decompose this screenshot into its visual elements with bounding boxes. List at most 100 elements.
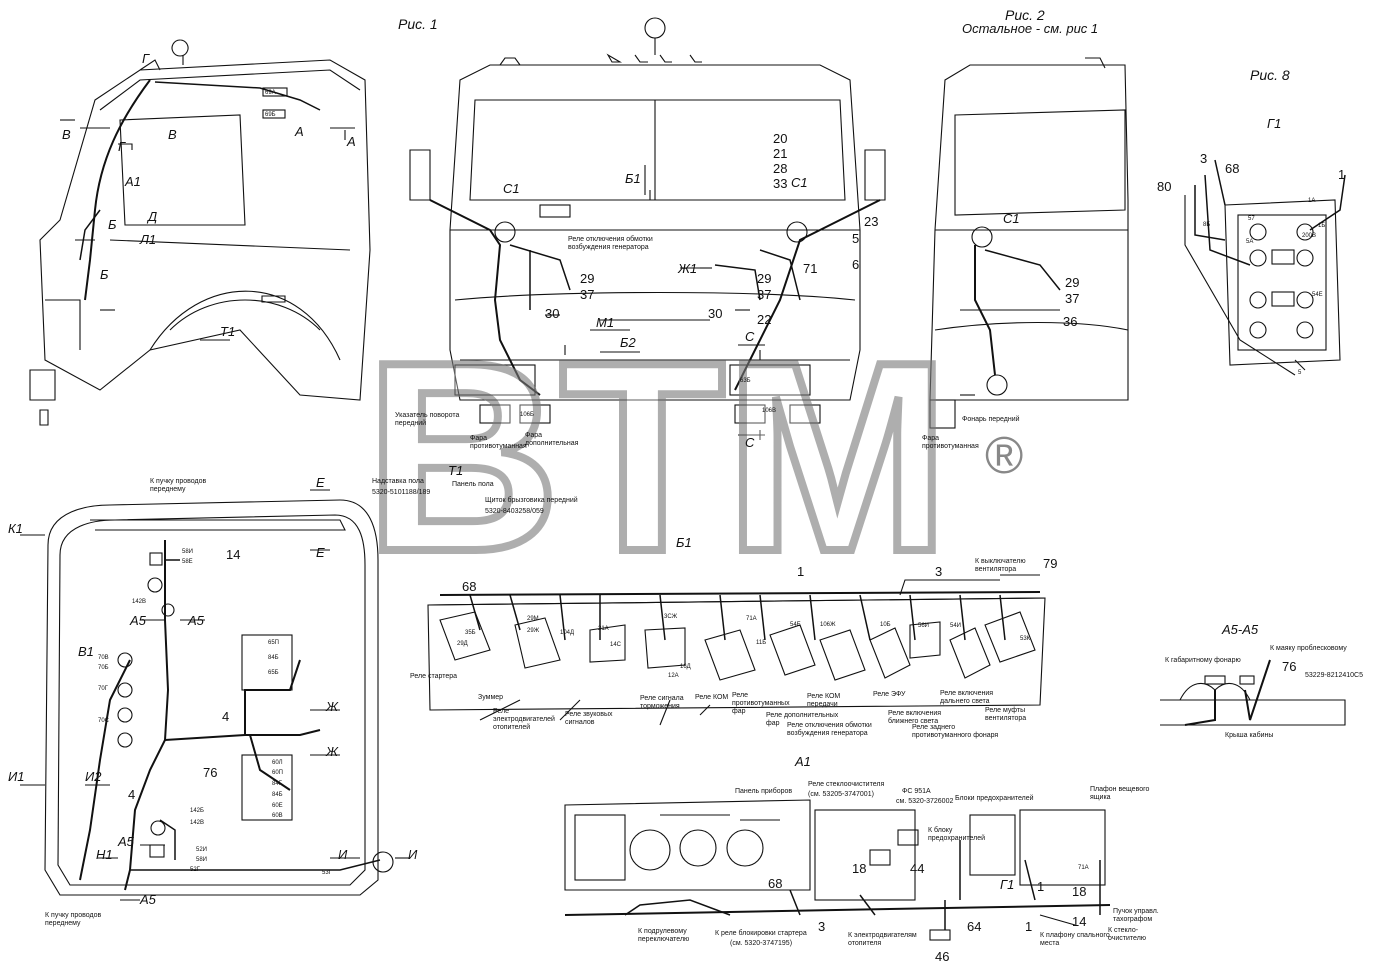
label-k-steklooch: К стекло-очистителю (1108, 927, 1147, 943)
callout-33: 33 (773, 176, 788, 191)
callout-80-fig8: 80 (1157, 179, 1172, 194)
label-puchok-upravl: Пучок управл. тахографом (1113, 908, 1159, 924)
label-fs951: ФС 951А (902, 788, 931, 795)
wire-tag: 54И (950, 623, 961, 629)
label-k-puchku-top: К пучку проводов переднему (150, 478, 207, 494)
label-k-podrulevomu: К подрулевому переключателю (638, 928, 690, 944)
callout-1-fig8: 1 (1338, 167, 1346, 182)
section-a5-bottom: А5 (118, 834, 134, 849)
callout-29-fig2: 29 (1065, 275, 1080, 290)
label-k-gabarit: К габаритному фонарю (1165, 657, 1241, 664)
section-i-left: И (338, 847, 348, 862)
section-t1-lower: Т1 (448, 463, 464, 478)
label-ukazatel: Указатель поворота передний (395, 412, 460, 428)
section-d: Д (148, 209, 158, 224)
wire-tag: 11Б (756, 640, 767, 646)
section-g-2: Г (118, 139, 126, 154)
callout-23: 23 (864, 214, 879, 229)
wire-tag: 1Б (1318, 223, 1326, 229)
section-i2: И2 (85, 769, 102, 784)
section-zh-bottom: Ж (326, 744, 338, 759)
figure-title-8: Рис. 8 (1250, 67, 1290, 83)
callout-4-rear-top: 4 (222, 709, 230, 724)
section-markers (20, 127, 765, 901)
section-m1: М1 (596, 315, 615, 330)
wire-tag: 70В (98, 655, 109, 661)
wire-tag: 71А (746, 616, 757, 622)
label-nadstavka-num: 5320-5101188/189 (372, 489, 431, 496)
wire-tag: 106Б (520, 412, 534, 418)
wire-tag: 106Ж (820, 622, 836, 628)
label-rele-dalnego: Реле включения дальнего света (940, 690, 994, 706)
callout-68-block: 68 (462, 579, 477, 594)
instrument-panel (564, 799, 1111, 941)
wire-tag: 57 (1248, 216, 1255, 222)
wire-tag: 53Г (322, 870, 332, 876)
callout-22: 22 (757, 312, 772, 327)
callout-4-rear-bottom: 4 (128, 787, 136, 802)
section-g1: Г1 (1267, 116, 1282, 131)
wire-tag: 21А (598, 626, 609, 632)
cab-side-view (29, 39, 371, 426)
section-g: Г (142, 51, 150, 66)
wire-tag: 1А (1308, 198, 1316, 204)
callout-5: 5 (852, 231, 860, 246)
cab-fig2-view (929, 64, 1129, 429)
section-c-top: С (745, 329, 755, 344)
wire-tag: 142В (132, 599, 147, 605)
wire-tag: 12А (668, 673, 679, 679)
figure-title-1: Рис. 1 (398, 16, 438, 32)
figure-2-note: Остальное - см. рис 1 (962, 21, 1099, 36)
wire-tag: 69А (265, 90, 276, 96)
callout-14-rear: 14 (226, 547, 241, 562)
wire-tag: 54Е (1312, 292, 1323, 298)
wire-tag: 84Б (268, 655, 279, 661)
callout-28: 28 (773, 161, 788, 176)
wire-tag: 70С (98, 718, 110, 724)
label-k-puchku-bottom: К пучку проводов переднему (45, 912, 102, 928)
label-fara-dop: Фара дополнительная (525, 432, 579, 448)
section-a5-a5 (1160, 659, 1346, 726)
wire-tag: 35Б (465, 630, 476, 636)
label-a5-num: 53229-8212410С5 (1305, 672, 1363, 679)
wire-tag: 60П (272, 770, 283, 776)
section-i-right: И (408, 847, 418, 862)
section-v1: В1 (78, 644, 94, 659)
label-rele-blizh: Реле включения ближнего света (888, 710, 942, 726)
section-c1-left: С1 (503, 181, 520, 196)
wire-tag: 65П (268, 640, 279, 646)
callout-46: 46 (935, 949, 950, 964)
callout-29-left: 29 (580, 271, 595, 286)
label-rele-stekloochist-num: (см. 53205-3747001) (808, 791, 874, 798)
section-a-2: А (347, 134, 356, 149)
callout-76-a5: 76 (1282, 659, 1297, 674)
callout-6: 6 (852, 257, 860, 272)
label-panel-priborov: Панель приборов (735, 788, 793, 795)
section-b2: Б2 (620, 335, 636, 350)
label-k-vykl-vent: К выключателю вентилятора (975, 558, 1026, 574)
section-k1: К1 (8, 521, 23, 536)
callout-44: 44 (910, 861, 925, 876)
wire-tag: 10Б (880, 622, 891, 628)
wire-tag: 104Д (560, 630, 575, 636)
callout-20: 20 (773, 131, 788, 146)
wire-tag: 53К (1020, 636, 1031, 642)
section-a5-top-right: А5 (188, 613, 204, 628)
label-rele-startera: Реле стартера (410, 673, 458, 680)
section-t1: Т1 (220, 324, 236, 339)
callout-1-panel-b: 1 (1025, 919, 1033, 934)
wire-tag: 54Е (790, 622, 801, 628)
wire-tag: 56И (918, 623, 929, 629)
section-b1-top: Б1 (625, 171, 641, 186)
label-rele-ptf: Реле противотуманных фар (732, 692, 790, 716)
wire-tag: 5 (1298, 370, 1302, 376)
wire-tag: 84Г (272, 781, 282, 787)
callout-18-right: 18 (1072, 884, 1087, 899)
wire-tag: 29М (527, 616, 539, 622)
section-a1-lower: А1 (795, 754, 811, 769)
section-a5a5-title: А5-А5 (1222, 622, 1259, 637)
wire-tag: 84Б (272, 792, 283, 798)
label-k-rele-blok: К реле блокировки стартера (715, 930, 807, 937)
wire-tag: 69Б (265, 112, 276, 118)
